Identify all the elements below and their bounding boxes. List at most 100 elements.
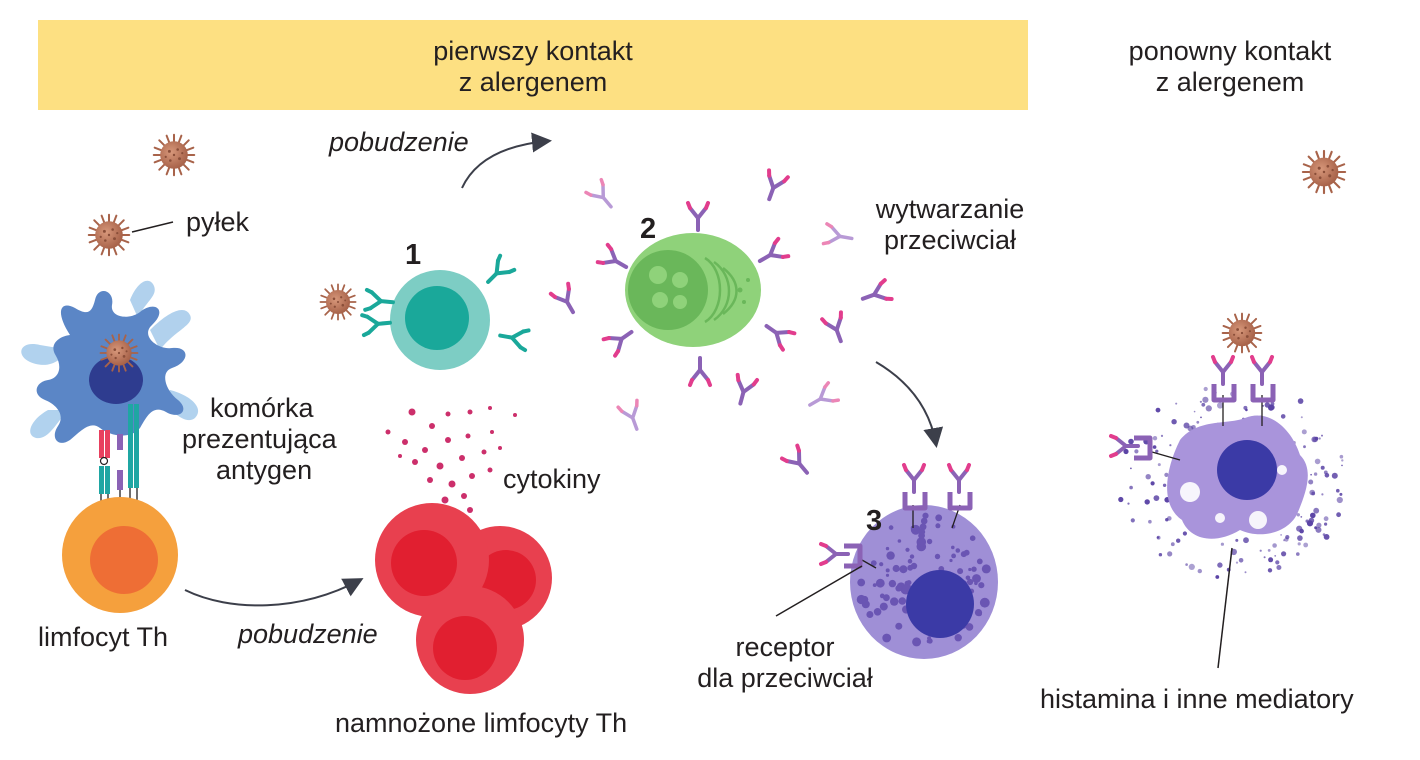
mediator-granule	[1155, 449, 1159, 453]
granule	[954, 634, 962, 642]
pollen-icon	[319, 283, 357, 321]
granule	[882, 633, 892, 643]
mediator-granule	[1196, 420, 1200, 424]
mediator-granule	[1316, 522, 1322, 528]
mediator-granule	[1238, 558, 1244, 563]
granule	[885, 573, 890, 577]
mediator-granule	[1281, 551, 1287, 557]
mediator-granule	[1203, 386, 1208, 392]
mediator-granule	[1244, 571, 1247, 574]
receptor-label-line1: receptor	[735, 632, 835, 662]
mediator-granule	[1312, 436, 1319, 443]
mediator-granule	[1275, 560, 1280, 565]
mediator-granule	[1169, 444, 1172, 447]
mediator-granule	[1243, 405, 1248, 410]
granule	[919, 523, 927, 531]
granule	[899, 565, 908, 574]
mediator-granule	[1324, 522, 1328, 526]
granule	[885, 568, 890, 573]
mediator-granule	[1144, 499, 1150, 505]
granule	[883, 594, 890, 602]
granule	[885, 546, 890, 551]
mediator-granule	[1313, 472, 1318, 476]
granule	[935, 514, 943, 522]
receptor-label-line2: dla przeciwciał	[697, 663, 873, 693]
mediator-granule	[1128, 438, 1134, 445]
granule	[935, 523, 941, 529]
mediator-granule	[1152, 436, 1158, 441]
mediator-granule	[1262, 405, 1265, 407]
mediator-granule	[1123, 448, 1129, 455]
antibody-production-line2: przeciwciał	[883, 225, 1017, 255]
receptor-label: receptor dla przeciwciał	[670, 632, 900, 694]
granule	[875, 578, 885, 588]
mediator-granule	[1308, 517, 1315, 524]
th-lymphocyte	[62, 497, 178, 613]
granule	[977, 611, 982, 617]
mediator-granule	[1284, 537, 1289, 542]
mediator-granule	[1272, 543, 1277, 548]
mediator-granule	[1297, 535, 1303, 541]
mediator-granule	[1323, 470, 1328, 475]
th-label: limfocyt Th	[38, 622, 169, 652]
mediator-granule	[1310, 512, 1316, 519]
mediator-granule	[1145, 474, 1151, 480]
activation-arrow-bottom	[184, 578, 364, 607]
mediator-granule	[1341, 464, 1343, 467]
mediator-granule	[1220, 542, 1224, 546]
granule	[974, 581, 978, 586]
granule	[916, 537, 927, 547]
granule	[963, 549, 970, 556]
granule	[907, 558, 913, 564]
mediator-granule	[1263, 556, 1266, 559]
granule	[895, 585, 902, 592]
step-2-number: 2	[640, 213, 657, 245]
mediator-granule	[1300, 416, 1303, 419]
mediator-granule	[1339, 492, 1343, 496]
granule	[957, 568, 964, 575]
mediator-granule	[1309, 489, 1315, 496]
mediator-granule	[1296, 513, 1301, 517]
granule	[912, 637, 922, 647]
mediator-granule	[1280, 534, 1282, 536]
mediator-granule	[1270, 401, 1275, 406]
pollen-icon	[1221, 312, 1263, 354]
granule	[870, 560, 877, 566]
mediator-granule	[1193, 410, 1196, 413]
granule	[951, 545, 955, 550]
mediator-granule	[1280, 414, 1286, 419]
granule	[909, 554, 915, 559]
granule	[969, 535, 976, 541]
mediator-granule	[1182, 531, 1187, 536]
mediator-granule	[1243, 537, 1249, 544]
mediator-granule	[1314, 458, 1321, 465]
mast-cell	[775, 463, 998, 659]
mediator-granule	[1129, 485, 1133, 490]
mediator-granule	[1268, 557, 1274, 563]
mediator-granule	[1176, 538, 1181, 543]
mediator-granule	[1148, 519, 1152, 524]
mediator-granule	[1150, 481, 1155, 486]
apc-label-line3: antygen	[216, 455, 313, 485]
antibody-production-label: wytwarzanie przeciwciał	[858, 194, 1042, 256]
granule	[949, 558, 953, 563]
granule	[979, 597, 990, 608]
granule	[918, 528, 926, 536]
mediator-granule	[1170, 542, 1175, 547]
mediator-granule	[1235, 538, 1239, 542]
mediator-granule	[1303, 445, 1306, 449]
first-contact-title: pierwszy kontakt z alergenem	[38, 36, 1028, 98]
granule	[907, 564, 914, 571]
mediator-granule	[1205, 405, 1212, 412]
mediator-granule	[1188, 563, 1195, 571]
pollen-icon	[99, 333, 139, 373]
mediator-granule	[1217, 402, 1224, 409]
pollen-icon	[152, 133, 196, 177]
mediator-granule	[1217, 562, 1223, 568]
mediator-granule	[1175, 402, 1178, 405]
step-1-number: 1	[405, 239, 422, 271]
granule	[879, 562, 884, 567]
mediator-granule	[1267, 549, 1271, 552]
granule	[873, 608, 882, 616]
